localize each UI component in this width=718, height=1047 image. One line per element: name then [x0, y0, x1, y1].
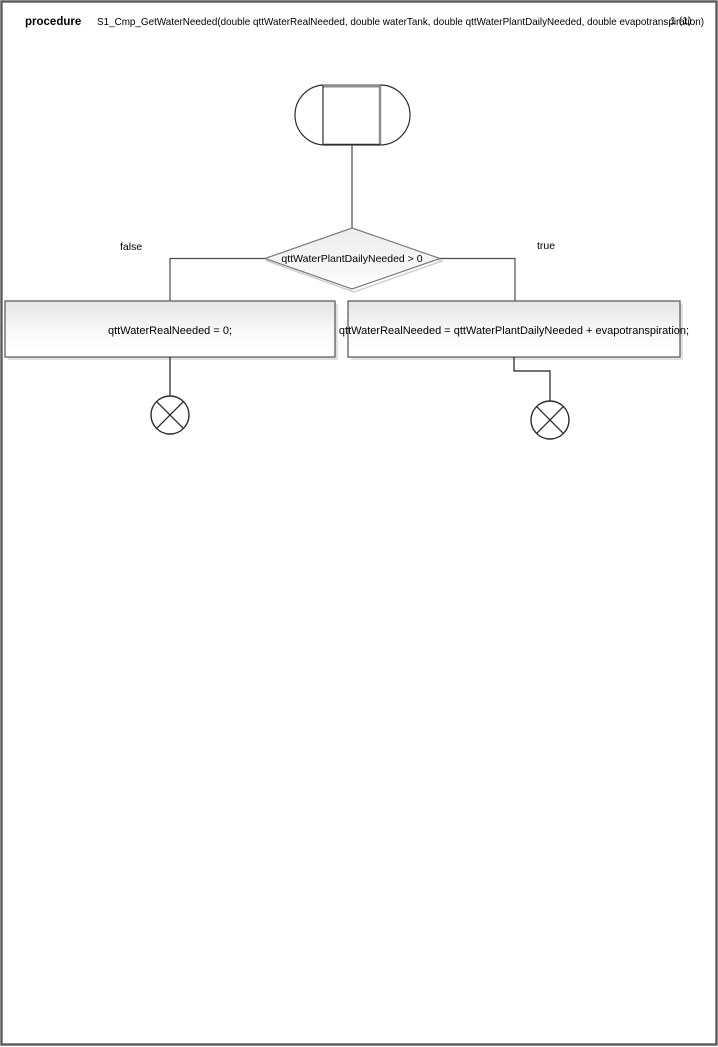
procedure-signature: S1_Cmp_GetWaterNeeded(double qttWaterRea… [97, 16, 704, 28]
true-guard-label: true [537, 240, 555, 252]
false-action-statement: qttWaterRealNeeded = 0; [108, 325, 232, 337]
start-node[interactable] [294, 84, 411, 146]
connector-decision-false [169, 257, 265, 301]
connector-decision-true [440, 257, 516, 301]
decision-diamond[interactable] [263, 227, 442, 290]
flow-final-right[interactable] [530, 400, 570, 440]
connector-true-to-final [513, 357, 551, 401]
flow-final-x-stroke [156, 401, 184, 429]
true-action-statement: qttWaterRealNeeded = qttWaterPlantDailyN… [339, 325, 689, 337]
false-guard-label: false [120, 241, 142, 253]
procedure-kind-label: procedure [25, 16, 81, 28]
flow-final-left[interactable] [150, 395, 190, 435]
page-indicator: 1 (1) [670, 15, 692, 27]
decision-condition-label: qttWaterPlantDailyNeeded > 0 [281, 253, 422, 265]
false-action-box[interactable] [4, 300, 336, 358]
flow-final-x-stroke [536, 406, 564, 434]
start-node-outline[interactable] [294, 84, 411, 146]
